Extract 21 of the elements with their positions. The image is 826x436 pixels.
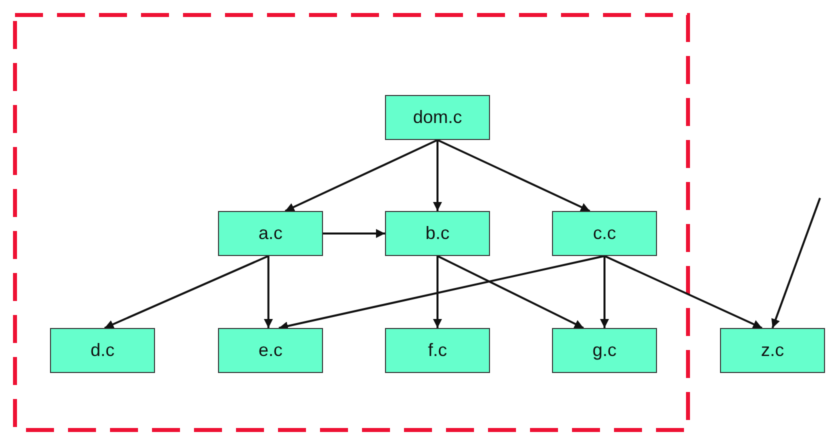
arrow [433,256,442,328]
file-box: z.c [720,328,825,373]
file-box: a.c [218,211,323,256]
arrow [278,255,605,330]
file-box: d.c [50,328,155,373]
arrow [104,255,269,329]
arrow [433,140,442,211]
arrow [437,255,584,329]
arrow [323,229,385,238]
file-box: c.c [552,211,657,256]
arrow [284,139,438,212]
arrow [264,256,273,328]
file-box: dom.c [385,95,490,140]
file-box: f.c [385,328,490,373]
arrow [604,255,762,329]
file-box: e.c [218,328,323,373]
file-box: g.c [552,328,657,373]
arrow [437,139,590,212]
arrow [600,256,609,328]
arrow [771,198,821,328]
file-box: b.c [385,211,490,256]
